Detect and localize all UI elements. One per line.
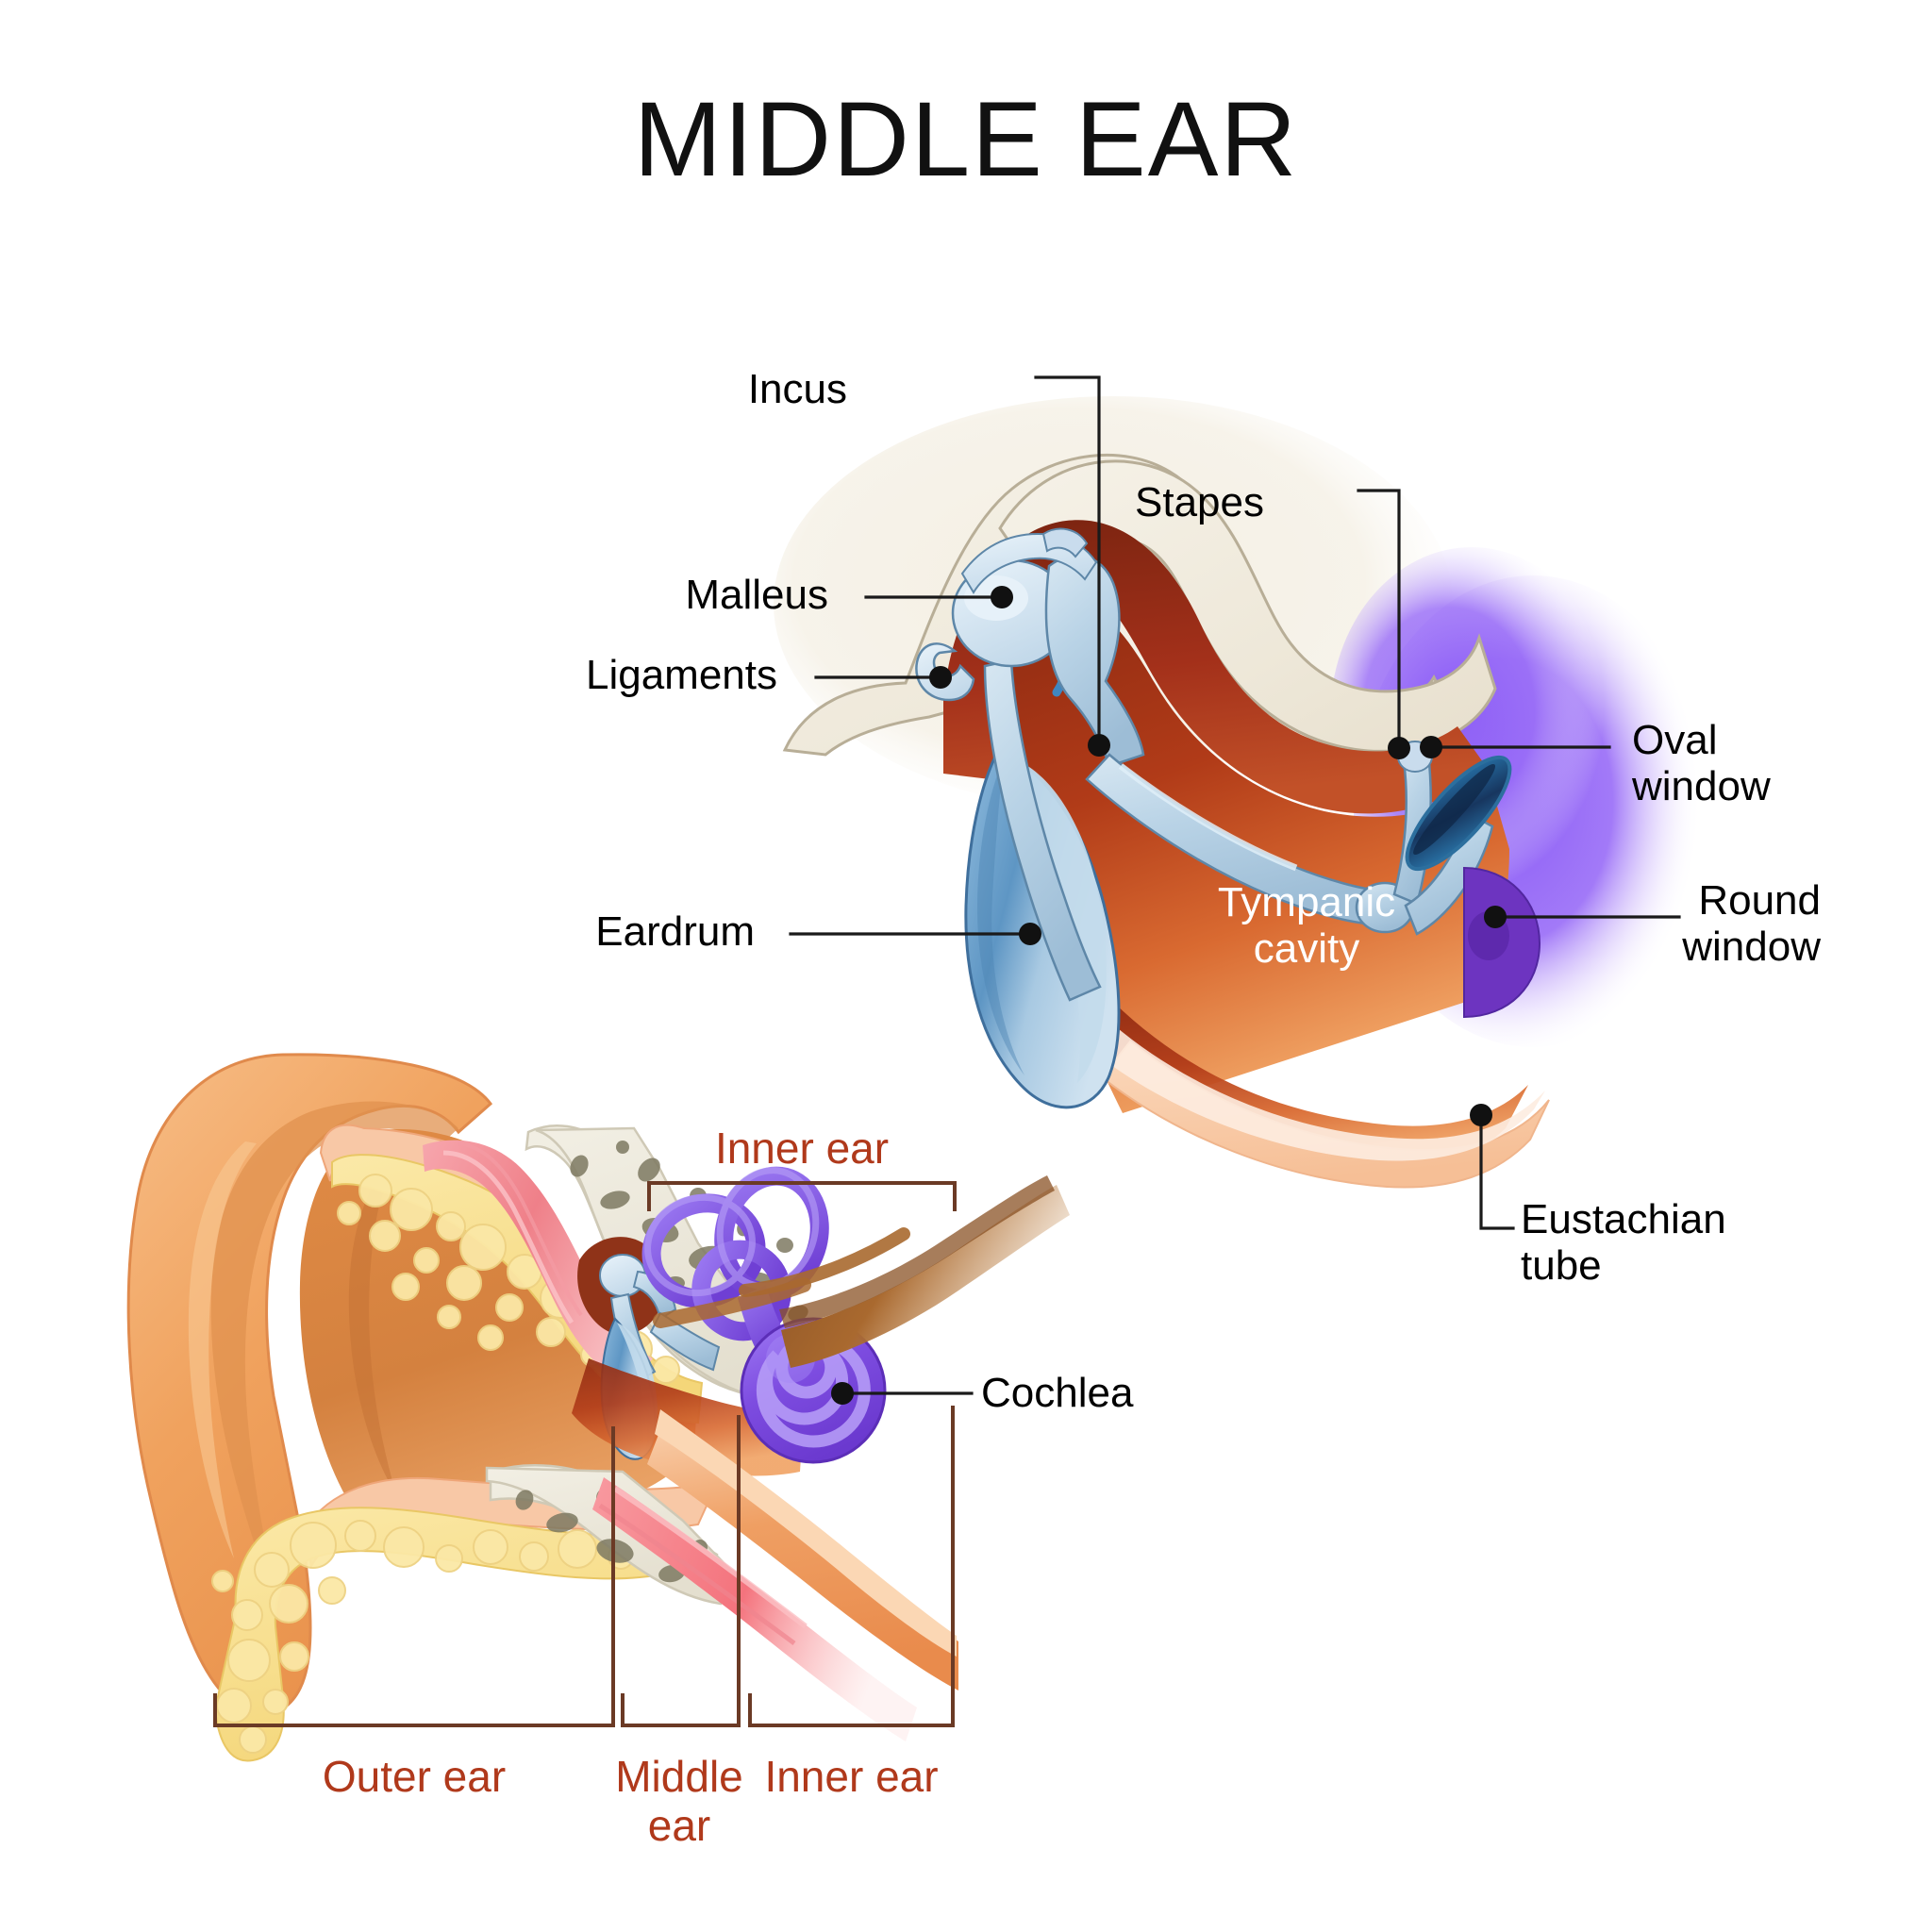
overview-eustachian-tube <box>647 1415 958 1690</box>
muscle-band <box>423 1140 653 1387</box>
label-oval-window: Oval window <box>1632 717 1771 810</box>
label-round-window: Round window <box>1682 877 1821 971</box>
region-brackets <box>213 1181 957 1727</box>
leader-dots <box>831 586 1507 1405</box>
label-middle-ear: Middle ear <box>615 1752 743 1850</box>
label-inner-ear-bottom: Inner ear <box>764 1752 939 1801</box>
label-ligaments: Ligaments <box>585 652 777 698</box>
dot-eustachian-tube <box>1470 1104 1492 1126</box>
stapes-shape <box>1355 741 1512 936</box>
label-eardrum: Eardrum <box>595 908 755 955</box>
dot-stapes <box>1388 737 1410 759</box>
label-eustachian-tube: Eustachian tube <box>1521 1196 1726 1290</box>
dot-eardrum <box>1019 923 1041 945</box>
overview-ear-illustration <box>126 1053 1070 1762</box>
leader-stapes <box>1357 489 1401 750</box>
label-outer-ear: Outer ear <box>322 1752 507 1801</box>
page-title: MIDDLE EAR <box>633 80 1299 198</box>
dot-oval-window <box>1420 736 1442 758</box>
label-cochlea: Cochlea <box>981 1370 1134 1416</box>
malleus-handle <box>983 658 1102 1002</box>
label-incus: Incus <box>747 366 847 412</box>
bracket-inner-ear <box>748 1406 955 1727</box>
label-inner-ear-top: Inner ear <box>714 1124 890 1173</box>
leader-incus <box>1034 375 1101 747</box>
auditory-nerve <box>781 1185 1070 1368</box>
dot-round-window <box>1484 906 1507 928</box>
label-stapes: Stapes <box>1135 479 1264 525</box>
bracket-outer-ear <box>213 1426 615 1727</box>
dot-incus <box>1088 734 1110 757</box>
label-malleus: Malleus <box>685 572 828 618</box>
tympanic-cavity-wall <box>943 520 1486 814</box>
leader-eustachian-tube <box>1479 1113 1515 1230</box>
dot-ligaments <box>929 666 952 689</box>
dot-malleus <box>991 586 1013 608</box>
bracket-inner-ear-top <box>647 1181 957 1211</box>
leader-lines <box>789 375 1681 1395</box>
main-middle-ear-illustration <box>774 396 1712 1189</box>
fat-tissue-lower <box>213 1507 668 1762</box>
label-tympanic-cavity: Tympanic cavity <box>1217 879 1396 973</box>
ligaments-shape <box>915 527 1098 702</box>
dot-cochlea <box>831 1382 854 1405</box>
bracket-middle-ear <box>621 1415 741 1727</box>
